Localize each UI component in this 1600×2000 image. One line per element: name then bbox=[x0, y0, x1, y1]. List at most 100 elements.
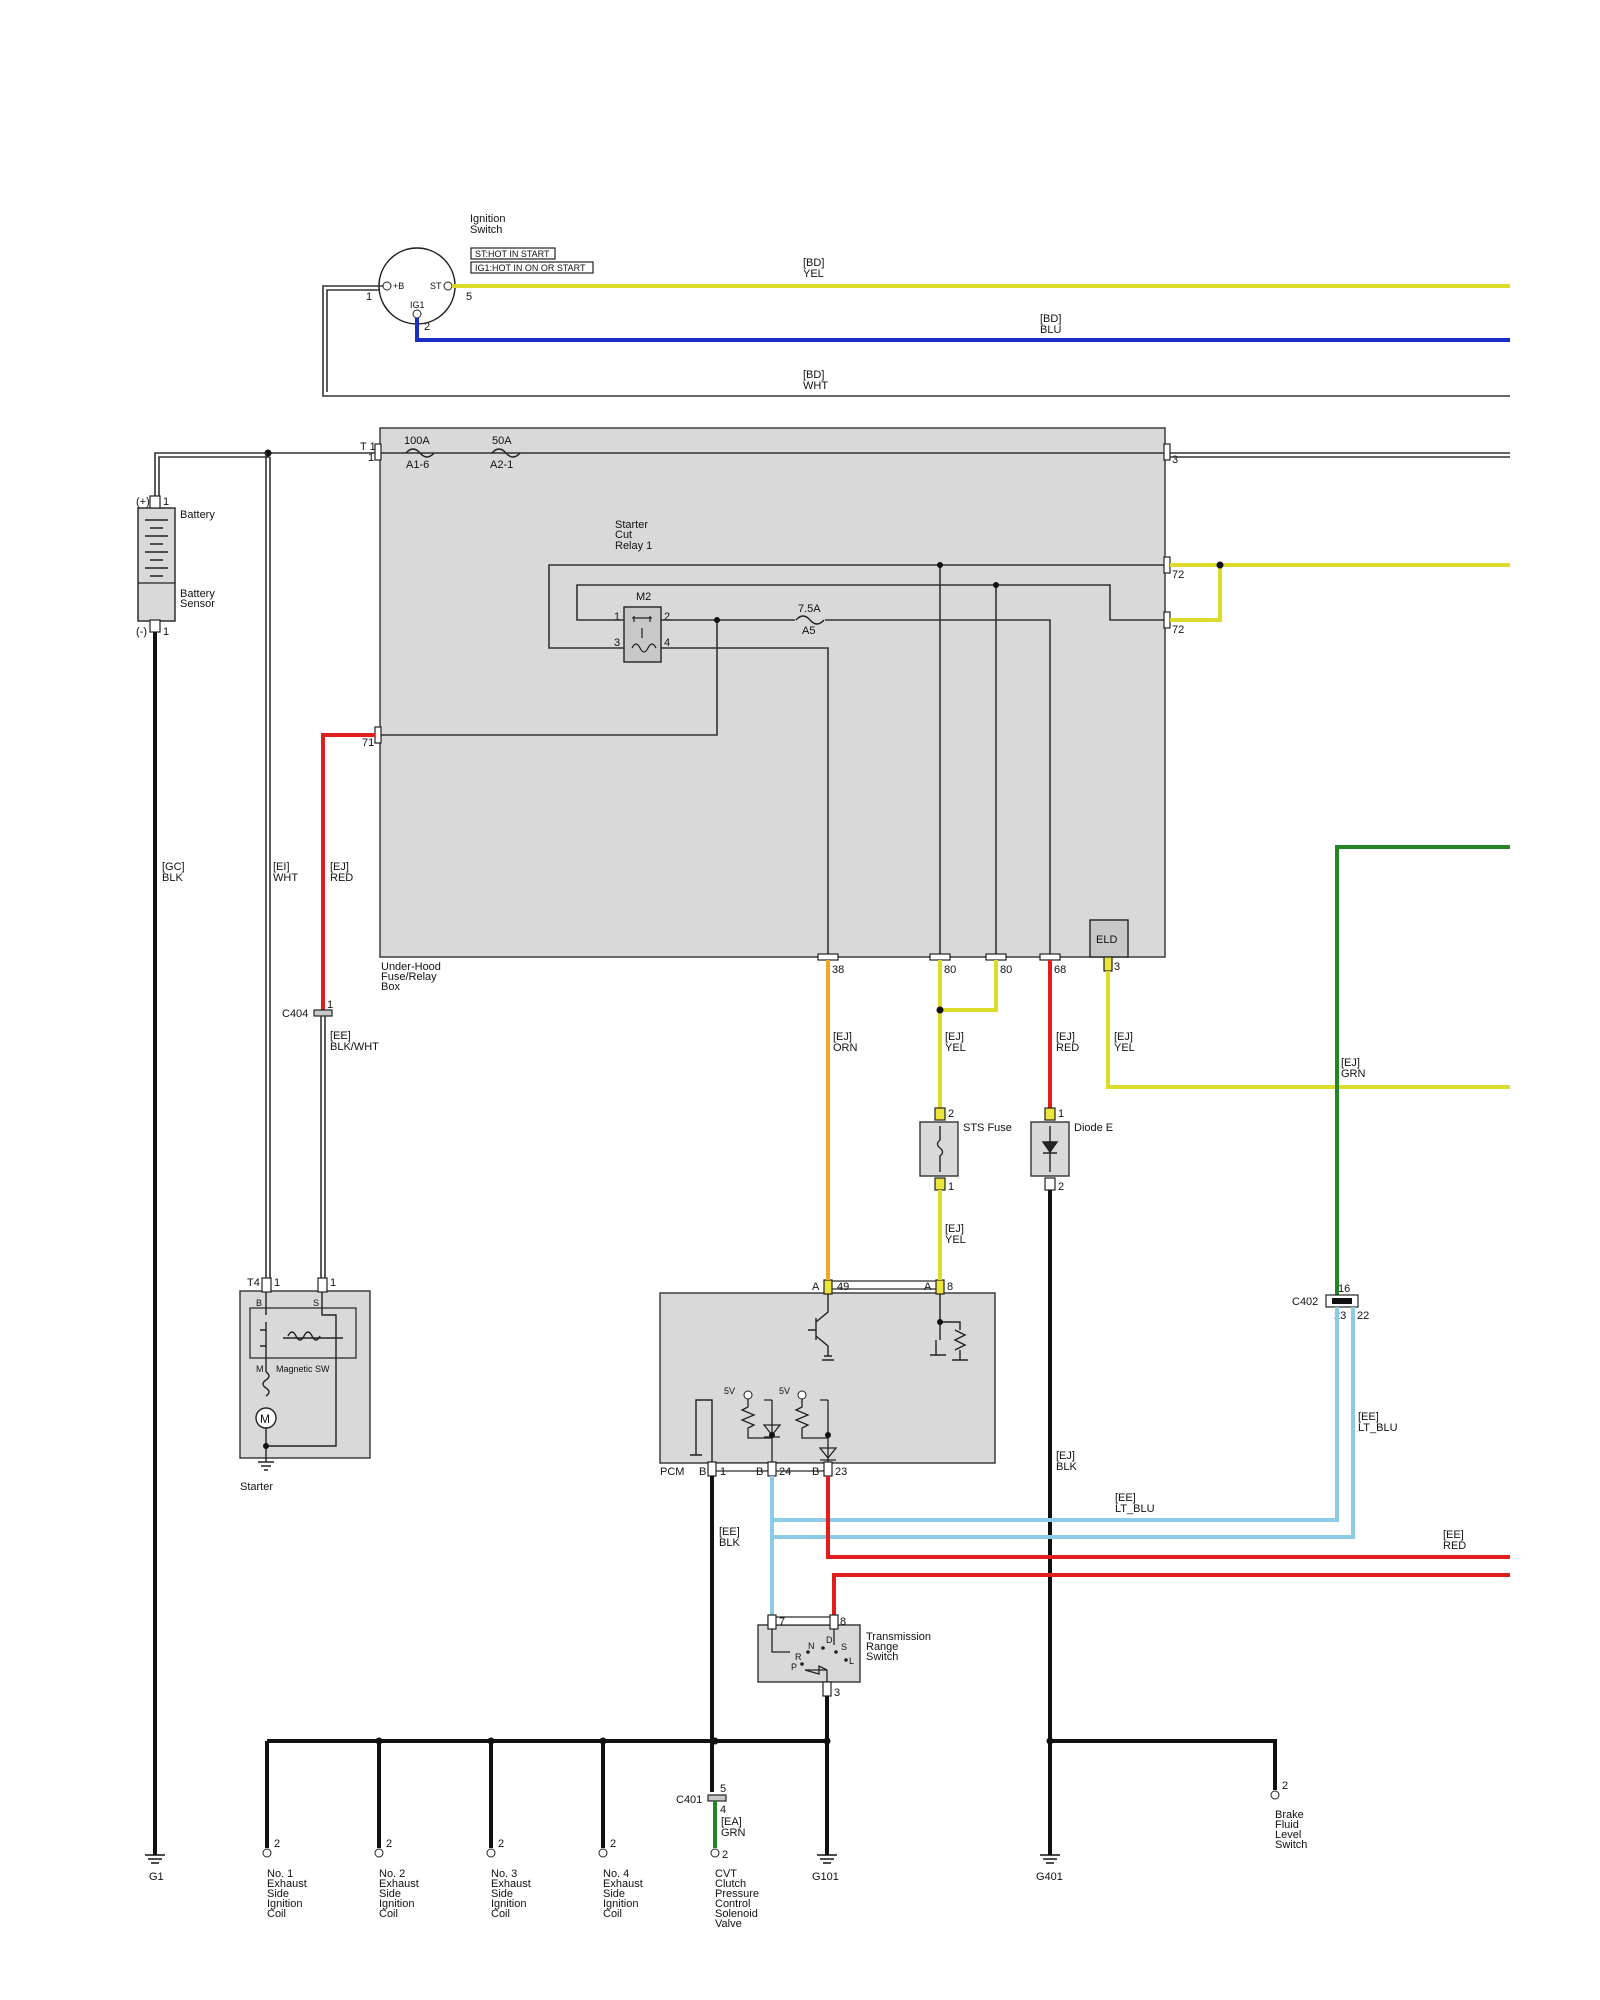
trs-body bbox=[757, 1624, 861, 1683]
trs-contact-dot bbox=[800, 1662, 804, 1666]
fuse-100a-symbol bbox=[405, 448, 435, 458]
wire-label-code: [EJ] bbox=[330, 861, 349, 873]
fuse-box-pin-38 bbox=[817, 953, 839, 961]
fuse-a5-id: A5 bbox=[802, 625, 815, 637]
wire-label-color: BLK bbox=[1056, 1461, 1077, 1473]
wire-label-code: [EJ] bbox=[945, 1031, 964, 1043]
wire-label-color: BLU bbox=[1040, 324, 1061, 336]
battery-sensor-label-1: Battery bbox=[180, 588, 215, 600]
diode-symbol-icon bbox=[1041, 1126, 1059, 1172]
pcm-pin-a8-letter: A bbox=[924, 1281, 932, 1293]
starter-motor-label: M bbox=[260, 1412, 270, 1426]
sts-fuse-pin-1-label: 1 bbox=[948, 1181, 954, 1193]
battery-pos-pin bbox=[149, 495, 161, 509]
wire-label-color: YEL bbox=[945, 1042, 966, 1054]
component-pin: 2 bbox=[386, 1838, 392, 1850]
pcm-pin-b24-letter: B bbox=[756, 1466, 763, 1478]
wire-label-code: [EJ] bbox=[1341, 1057, 1360, 1069]
pcm-pin-b1-letter: B bbox=[699, 1466, 706, 1478]
component-label-line: Side bbox=[267, 1888, 289, 1900]
trs-contact-dot bbox=[844, 1658, 848, 1662]
fuse-100a-id: A1-6 bbox=[406, 459, 429, 471]
fuse-box-pin-72b bbox=[1163, 611, 1171, 629]
fuse-a5-symbol bbox=[795, 615, 825, 625]
pcm-pin-49: 49 bbox=[837, 1281, 849, 1293]
component-label-line: Exhaust bbox=[267, 1878, 307, 1890]
starter-body bbox=[239, 1290, 371, 1459]
eld-pin-3 bbox=[1103, 956, 1113, 972]
internal-wire-68 bbox=[661, 619, 1051, 957]
transmission-range-switch: 7 8 3 N D S R L P Transmission Range Swi… bbox=[757, 1614, 931, 1699]
ign-pin-2: 2 bbox=[424, 321, 430, 333]
trs-pin-7 bbox=[767, 1614, 777, 1630]
sts-fuse-pin-2 bbox=[934, 1107, 946, 1121]
component-terminal bbox=[486, 1848, 496, 1858]
trs-pos-s: S bbox=[841, 1642, 847, 1652]
component-label-line: Side bbox=[379, 1888, 401, 1900]
trs-pin-7-label: 7 bbox=[779, 1616, 785, 1628]
ground-icon bbox=[145, 1854, 165, 1864]
fuse-box-pin-68 bbox=[1039, 953, 1061, 961]
pcm-pullup-b-icon bbox=[794, 1399, 838, 1463]
pcm-ground-icon bbox=[690, 1399, 713, 1463]
ground-icon bbox=[1040, 1854, 1060, 1864]
junction-dot bbox=[487, 1737, 495, 1745]
junction-dot bbox=[714, 617, 720, 623]
diode-e: 1 2 Diode E bbox=[1030, 1107, 1113, 1193]
ignition-switch-title-2: Switch bbox=[470, 224, 502, 236]
trs-pos-p: P bbox=[791, 1662, 797, 1672]
component-label-line: Side bbox=[491, 1888, 513, 1900]
wire-label-code: [EJ] bbox=[1114, 1031, 1133, 1043]
wire-label-code: [BD] bbox=[803, 369, 824, 381]
starter-internal-wiring bbox=[260, 1292, 343, 1447]
pcm-pin-b1 bbox=[707, 1461, 717, 1477]
c401-body bbox=[707, 1794, 727, 1802]
wire-label-color: WHT bbox=[273, 872, 298, 884]
diode-e-pin-1 bbox=[1044, 1107, 1056, 1121]
fuse-50a-symbol bbox=[491, 448, 521, 458]
diode-e-pin-2 bbox=[1044, 1177, 1056, 1191]
cvt-clutch-pressure-solenoid: 2 CVT Clutch Pressure Control Solenoid V… bbox=[710, 1848, 759, 1930]
fuse-box-pin-72a-label: 72 bbox=[1172, 569, 1184, 581]
c404-pin: 1 bbox=[327, 999, 333, 1011]
term-st-circle bbox=[443, 281, 453, 291]
wire-label-color: YEL bbox=[803, 268, 824, 280]
component-label-line: No. 3 bbox=[491, 1868, 517, 1880]
wire-bd-wht-outer bbox=[322, 285, 1510, 397]
wire-label-color: RED bbox=[330, 872, 353, 884]
trs-contact-dot bbox=[821, 1646, 825, 1650]
component-label-line: Level bbox=[1275, 1829, 1301, 1841]
pcm-pin-24: 24 bbox=[779, 1466, 791, 1478]
battery-neg-pin bbox=[149, 619, 161, 633]
wire-label-color: LT_BLU bbox=[1358, 1422, 1398, 1434]
battery-cells-icon bbox=[145, 519, 168, 577]
c402-insert bbox=[1332, 1298, 1352, 1304]
pcm-pullup-a-icon bbox=[740, 1399, 782, 1463]
connector-c402: C402 16 23 22 bbox=[1292, 1283, 1369, 1322]
fuse-box-name-1: Under-Hood bbox=[381, 961, 441, 973]
fuse-box-pin-68-label: 68 bbox=[1054, 964, 1066, 976]
junction-dot bbox=[1046, 1737, 1054, 1745]
wire-ej-red-starter bbox=[321, 733, 375, 1010]
relay-pin-2: 2 bbox=[664, 611, 670, 623]
component-label-line: Side bbox=[603, 1888, 625, 1900]
fuse-50a-rating: 50A bbox=[492, 435, 512, 447]
internal-wire-71 bbox=[380, 620, 718, 736]
starter-label: Starter bbox=[240, 1481, 273, 1493]
wire-72b-yel bbox=[1170, 565, 1222, 622]
note-st: ST:HOT IN START bbox=[475, 249, 550, 259]
fuse-100a-rating: 100A bbox=[404, 435, 430, 447]
pcm-5v-node-b bbox=[797, 1390, 807, 1400]
junction-dot bbox=[825, 1432, 831, 1438]
trs-label-3: Switch bbox=[866, 1651, 898, 1663]
component-label-line: Ignition bbox=[603, 1898, 638, 1910]
note-ig1-box bbox=[470, 261, 594, 274]
wire-ee-red-trs bbox=[832, 1573, 1510, 1620]
component-label-line: Valve bbox=[715, 1918, 742, 1930]
junction-dot bbox=[937, 562, 943, 568]
component-label-line: Coil bbox=[491, 1908, 510, 1920]
pcm-pin-a8 bbox=[935, 1279, 945, 1295]
c401-pin-4: 4 bbox=[720, 1804, 726, 1816]
fuse-box-pin-80b bbox=[985, 953, 1007, 961]
pcm-5v-label-b: 5V bbox=[779, 1386, 790, 1396]
